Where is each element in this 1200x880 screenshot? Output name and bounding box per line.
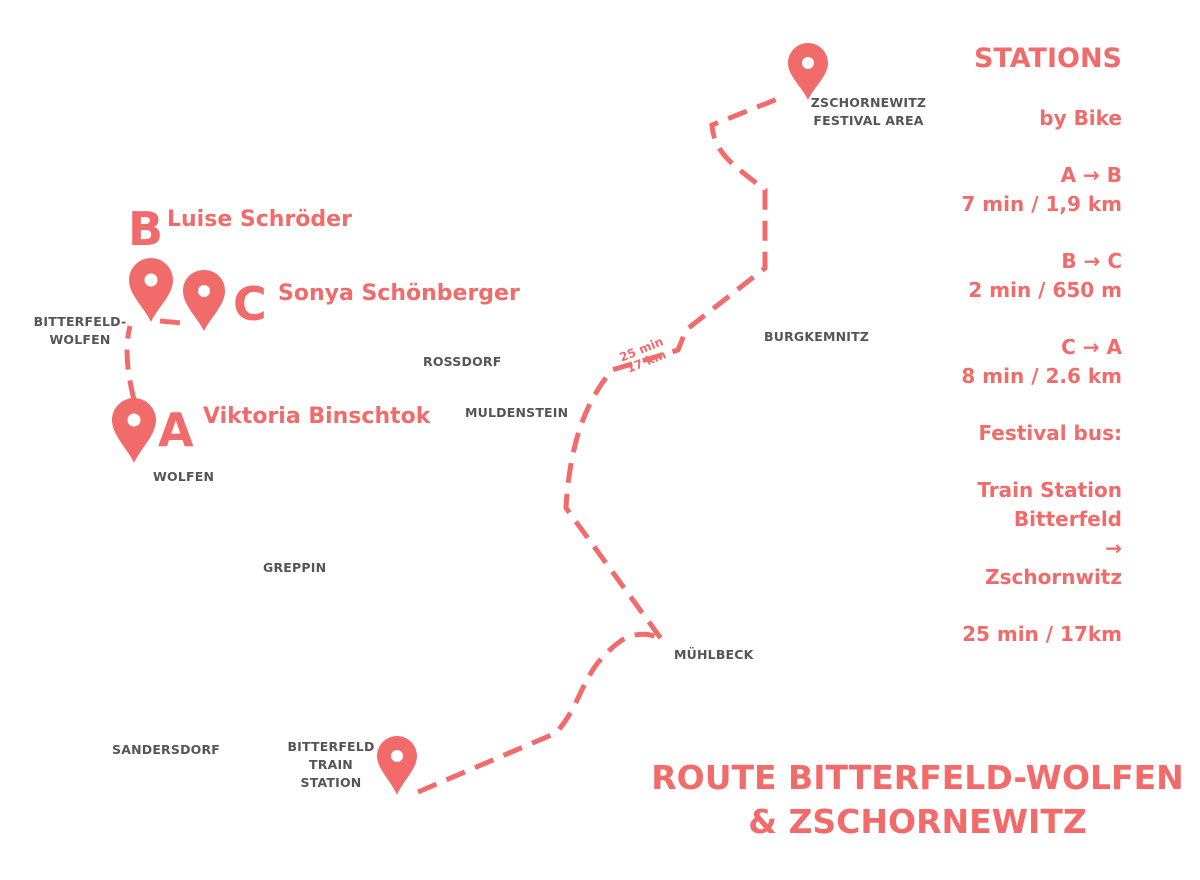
- legend-bus-arrow: →: [1105, 536, 1122, 560]
- place-label-wolfen: WOLFEN: [153, 469, 215, 484]
- stop-b-name[interactable]: Luise Schröder: [167, 207, 352, 232]
- stations-legend: STATIONS by Bike A → B 7 min / 1,9 km B …: [802, 40, 1122, 649]
- map-pin-icon[interactable]: [183, 270, 225, 331]
- legend-mode: by Bike: [1039, 106, 1122, 130]
- place-label-zschornewitz-festival: ZSCHORNEWITZ FESTIVAL AREA: [810, 95, 927, 128]
- place-label-bitterfeld-wolfen: BITTERFELD- WOLFEN: [33, 314, 127, 347]
- legend-ab-value: 7 min / 1,9 km: [961, 192, 1122, 216]
- route-a-b: [124, 325, 137, 401]
- legend-bc-value: 2 min / 650 m: [968, 278, 1122, 302]
- legend-bus-from-2: Bitterfeld: [1013, 507, 1122, 531]
- map-pin-icon[interactable]: [112, 398, 156, 463]
- stop-a-name[interactable]: Viktoria Binschtok: [203, 404, 431, 429]
- place-label-muehlbeck: MÜHLBECK: [674, 647, 754, 662]
- route-title-line-2: & ZSCHORNEWITZ: [748, 802, 1087, 841]
- legend-ab-title: A → B: [1060, 163, 1122, 187]
- map-pin-icon[interactable]: [129, 258, 173, 322]
- route-b-c: [159, 318, 183, 326]
- legend-bc-title: B → C: [1061, 249, 1122, 273]
- route-bus: [417, 93, 786, 795]
- legend-title: STATIONS: [973, 43, 1122, 74]
- legend-ca-value: 8 min / 2.6 km: [961, 364, 1122, 388]
- legend-bus-from-1: Train Station: [977, 478, 1122, 502]
- stop-c-letter: C: [233, 277, 267, 331]
- map-pin-icon[interactable]: [377, 736, 417, 795]
- route-title: ROUTE BITTERFELD-WOLFEN & ZSCHORNEWITZ: [650, 756, 1185, 844]
- legend-bus-to: Zschornwitz: [985, 565, 1122, 589]
- legend-bus-value: 25 min / 17km: [962, 622, 1122, 646]
- place-label-bitterfeld-station: BITTERFELD TRAIN STATION: [287, 739, 375, 790]
- legend-ca-title: C → A: [1061, 335, 1122, 359]
- place-label-rossdorf: ROSSDORF: [423, 354, 502, 369]
- map-pin-icon[interactable]: [788, 43, 828, 100]
- stop-a-letter: A: [158, 403, 194, 457]
- place-label-muldenstein: MULDENSTEIN: [465, 405, 569, 420]
- place-label-sandersdorf: SANDERSDORF: [112, 742, 221, 757]
- place-label-burgkemnitz: BURGKEMNITZ: [764, 329, 870, 344]
- stop-b-letter: B: [128, 202, 164, 256]
- place-label-greppin: GREPPIN: [263, 560, 327, 575]
- legend-bus-title: Festival bus:: [978, 421, 1122, 445]
- stop-c-name[interactable]: Sonya Schönberger: [278, 281, 520, 306]
- route-title-line-1: ROUTE BITTERFELD-WOLFEN: [651, 758, 1184, 797]
